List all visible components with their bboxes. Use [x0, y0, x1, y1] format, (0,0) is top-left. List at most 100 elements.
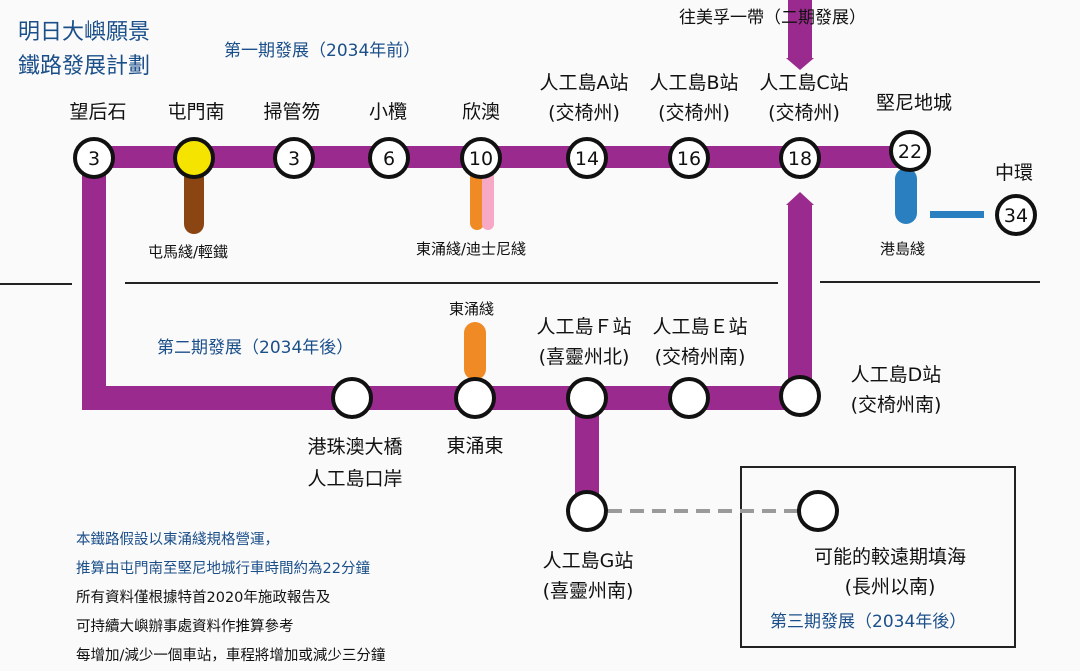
station-minutes-label: 10: [469, 148, 493, 170]
notes: 本鐵路假設以東涌綫規格營運， 推算由屯門南至堅尼地城行車時間約為22分鐘 所有資…: [76, 526, 385, 671]
note-travel-time: 推算由屯門南至堅尼地城行車時間約為22分鐘: [76, 561, 370, 577]
station-a-name: 人工島A站: [539, 72, 629, 94]
main-line-left: [82, 160, 106, 410]
station-minutes-label: 6: [383, 148, 395, 170]
note-operation: 本鐵路假設以東涌綫規格營運，: [76, 532, 279, 548]
station-marker: [173, 137, 215, 179]
north-branch-line: [788, 0, 812, 60]
station-circle: [779, 375, 821, 417]
far-reclamation-sub: (長州以南): [844, 576, 936, 598]
station-label-hzmb: 港珠澳大橋 人工島口岸: [290, 431, 420, 495]
interchange-sunny-bay: 東涌綫/迪士尼綫: [416, 240, 527, 258]
main-line-right-arrow: [786, 192, 814, 205]
map-title-line1: 明日大嶼願景: [18, 20, 151, 45]
station-label-island-c: 人工島C站 (交椅州): [752, 68, 856, 128]
north-branch-label: 往美孚一帶（二期發展）: [679, 8, 866, 28]
station-marker: 34: [995, 194, 1037, 236]
interchange-tung-chung-east: 東涌綫: [449, 300, 495, 318]
station-circle: [454, 377, 496, 419]
station-label-island-f: 人工島Ｆ站 (喜靈州北): [520, 312, 648, 372]
station-marker: 14: [566, 137, 608, 179]
station-marker: 3: [273, 137, 315, 179]
station-circle: [566, 490, 608, 532]
map-title-line2: 鐵路發展計劃: [18, 54, 151, 79]
station-circle: [331, 377, 373, 419]
tung-chung-east-stub: [464, 322, 486, 380]
station-label-central: 中環: [994, 162, 1033, 184]
north-branch-arrow: [786, 58, 814, 70]
station-label-island-b: 人工島B站 (交椅州): [642, 68, 746, 128]
station-label-far-reclamation: 可能的較遠期填海 (長州以南): [790, 542, 990, 602]
phase3-box: [740, 466, 1016, 648]
station-label-siu-lam: 小欖: [368, 101, 407, 123]
station-marker: 18: [779, 137, 821, 179]
station-label-kennedy-town: 堅尼地城: [875, 92, 952, 114]
station-circle: [889, 130, 931, 172]
station-e-sub: (交椅州南): [654, 346, 746, 368]
main-line-right: [788, 205, 812, 390]
station-marker: 10: [460, 137, 502, 179]
island-line-link: [930, 211, 984, 218]
station-marker: 3: [73, 137, 115, 179]
station-circle: [668, 377, 710, 419]
station-circle: [460, 137, 502, 179]
station-marker: 6: [368, 137, 410, 179]
station-g-sub: (喜靈州南): [542, 580, 634, 602]
phase3-label: 第三期發展（2034年後）: [770, 612, 967, 632]
station-c-name: 人工島C站: [759, 72, 849, 94]
station-label-so-kwun-wat: 掃管笏: [263, 101, 321, 123]
station-circle: [995, 194, 1037, 236]
station-minutes-label: 14: [575, 148, 599, 170]
note-source-2: 可持續大嶼辦事處資料作推算參考: [76, 619, 294, 635]
station-g-name: 人工島G站: [542, 550, 634, 572]
top-stations: 3 3 6 10 14 16 18 22 34: [73, 130, 1037, 236]
station-c-sub: (交椅州): [768, 102, 840, 124]
station-f-name: 人工島Ｆ站: [536, 316, 632, 338]
note-source-1: 所有資料僅根據特首2020年施政報告及: [76, 590, 331, 606]
station-circle: [566, 377, 608, 419]
station-circle: [173, 137, 215, 179]
station-circle: [566, 137, 608, 179]
station-f-sub: (喜靈州北): [538, 346, 630, 368]
station-circle: [368, 137, 410, 179]
tung-chung-line-stub: [470, 168, 484, 230]
station-minutes-label: 22: [898, 141, 922, 163]
station-minutes-label: 3: [288, 148, 300, 170]
station-circle: [668, 137, 710, 179]
station-label-island-g: 人工島G站 (喜靈州南): [524, 546, 652, 606]
station-label-island-a: 人工島A站 (交椅州): [532, 68, 636, 128]
phase2-label: 第二期發展（2034年後）: [157, 338, 354, 358]
station-circle: [273, 137, 315, 179]
phase1-label: 第一期發展（2034年前）: [224, 41, 421, 61]
station-marker: 22: [889, 130, 931, 172]
station-label-tsang-tsui: 望后石: [69, 101, 127, 123]
station-d-name: 人工島D站: [850, 364, 942, 386]
station-d-sub: (交椅州南): [850, 394, 942, 416]
note-per-station: 每增加/減少一個車站，車程將增加或減少三分鐘: [76, 648, 386, 664]
station-b-sub: (交椅州): [658, 102, 730, 124]
hzmb-name-2: 人工島口岸: [307, 468, 403, 490]
station-circle: [797, 490, 839, 532]
hzmb-name-1: 港珠澳大橋: [307, 436, 403, 458]
station-label-tung-chung-east: 東涌東: [446, 435, 504, 457]
station-circle: [779, 137, 821, 179]
station-marker: 16: [668, 137, 710, 179]
station-circle: [73, 137, 115, 179]
disney-line-stub: [482, 168, 494, 230]
tuen-ma-line-stub: [184, 168, 204, 234]
station-label-island-e: 人工島Ｅ站 (交椅州南): [636, 312, 764, 372]
station-label-sunny-bay: 欣澳: [461, 101, 500, 123]
interchange-tuen-ma: 屯馬綫/輕鐵: [148, 243, 229, 261]
station-b-name: 人工島B站: [649, 72, 739, 94]
station-label-island-d: 人工島D站 (交椅州南): [832, 360, 960, 420]
interchange-kennedy-town: 港島綫: [880, 240, 926, 258]
island-line-stub: [895, 168, 917, 224]
far-reclamation-name: 可能的較遠期填海: [813, 546, 966, 568]
map-title: 明日大嶼願景 鐵路發展計劃: [18, 16, 150, 84]
bottom-stations: [331, 375, 839, 532]
station-minutes-label: 16: [677, 148, 701, 170]
station-minutes-label: 18: [788, 148, 812, 170]
station-minutes-label: 34: [1004, 205, 1028, 227]
